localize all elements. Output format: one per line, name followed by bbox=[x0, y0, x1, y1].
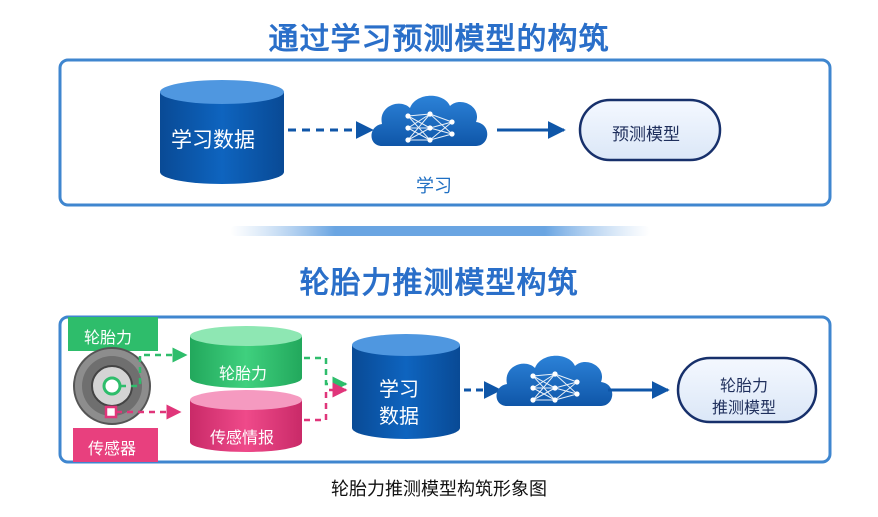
neural-network-cloud-icon bbox=[496, 355, 613, 406]
learning-data-label-line1: 学习 bbox=[379, 377, 419, 401]
database-icon bbox=[352, 334, 460, 439]
top-title: 通过学习预测模型的构筑 bbox=[268, 22, 610, 57]
section-divider bbox=[230, 226, 650, 236]
tire-force-database-icon bbox=[190, 326, 302, 388]
tire-force-tag-label: 轮胎力 bbox=[84, 328, 133, 347]
learning-data-label-line2: 数据 bbox=[379, 404, 419, 428]
tire-force-model-line1: 轮胎力 bbox=[720, 376, 769, 395]
figure-caption: 轮胎力推测模型构筑形象图 bbox=[331, 479, 547, 500]
tire-force-tag bbox=[68, 317, 158, 351]
tire-force-db-label: 轮胎力 bbox=[219, 364, 268, 383]
sensor-tag bbox=[73, 428, 158, 462]
sensor-info-database-icon bbox=[190, 390, 302, 452]
database-icon bbox=[160, 80, 284, 184]
arrow-icon bbox=[304, 382, 348, 422]
bottom-title: 轮胎力推测模型构筑 bbox=[299, 266, 579, 301]
tire-icon bbox=[73, 347, 151, 425]
learn-label: 学习 bbox=[416, 176, 452, 197]
prediction-model-node bbox=[578, 98, 722, 162]
sensor-tag-label: 传感器 bbox=[88, 439, 137, 458]
tire-force-model-line2: 推测模型 bbox=[712, 398, 777, 417]
neural-network-cloud-icon bbox=[371, 95, 488, 146]
learning-data-label: 学习数据 bbox=[171, 128, 255, 152]
tire-force-model-node bbox=[676, 356, 818, 424]
prediction-model-label: 预测模型 bbox=[612, 125, 680, 145]
sensor-info-db-label: 传感情报 bbox=[210, 428, 275, 447]
arrow-icon bbox=[120, 347, 188, 388]
